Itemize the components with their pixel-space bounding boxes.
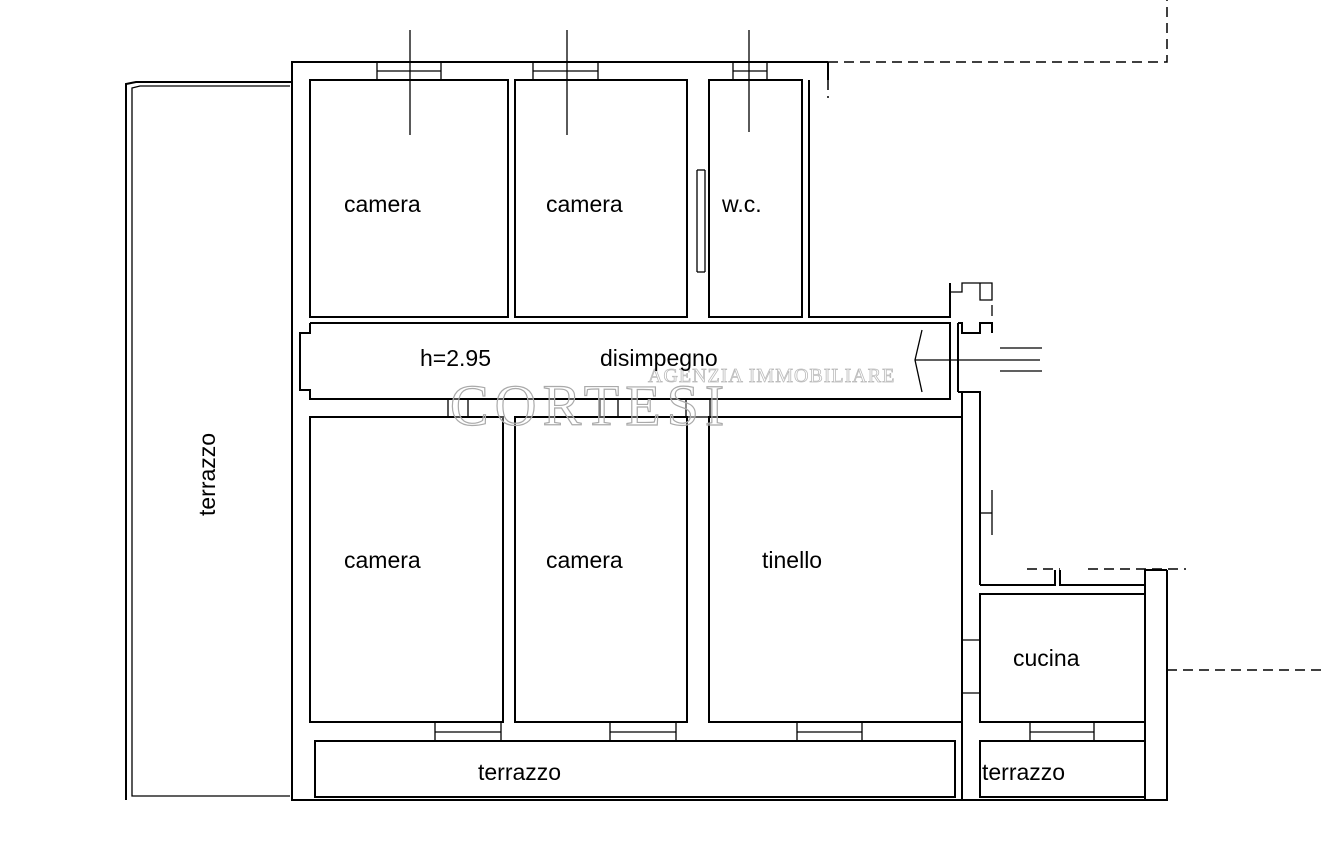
label-camera-3: camera [344, 547, 421, 573]
watermark: AGENZIA IMMOBILIARE CORTESI [449, 365, 895, 439]
label-terrazzo-small: terrazzo [982, 759, 1065, 785]
label-camera-1: camera [344, 191, 421, 217]
room-terrazzo-bottom [314, 740, 956, 798]
room-tinello [708, 416, 963, 723]
room-terrazzo-small [979, 740, 1146, 798]
label-disimpegno: disimpegno [600, 345, 718, 371]
room-disimpegno [299, 322, 951, 400]
room-camera-2 [514, 79, 688, 318]
room-camera-3 [309, 416, 504, 723]
label-terrazzo-bottom: terrazzo [478, 759, 561, 785]
room-labels: camera camera w.c. h=2.95 disimpegno ter… [194, 191, 1080, 785]
watermark-line1: AGENZIA IMMOBILIARE [648, 365, 895, 387]
label-tinello: tinello [762, 547, 822, 573]
label-cucina: cucina [1013, 645, 1080, 671]
watermark-line2: CORTESI [450, 373, 730, 438]
label-camera-4: camera [546, 547, 623, 573]
label-wc: w.c. [721, 191, 762, 217]
label-height: h=2.95 [420, 345, 491, 371]
label-camera-2: camera [546, 191, 623, 217]
label-terrazzo-left: terrazzo [194, 433, 220, 516]
walls [125, 0, 1326, 801]
